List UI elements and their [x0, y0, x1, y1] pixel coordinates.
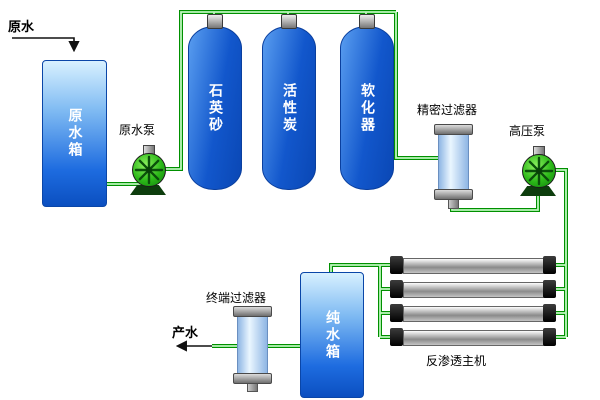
activated-carbon-filter: 活性炭 [262, 26, 316, 190]
ro-vessel [403, 282, 545, 298]
quartz-sand-filter: 石英砂 [188, 26, 242, 190]
raw-water-tank: 原水箱 [42, 60, 107, 207]
ro-vessel-cap [390, 256, 403, 274]
pump-housing [522, 154, 556, 188]
pump-base [130, 185, 166, 195]
activated-carbon-label: 活性炭 [281, 82, 297, 134]
high-pressure-pump [515, 146, 561, 198]
softener-label: 软化器 [359, 82, 375, 134]
raw-water-feed-arrow [12, 37, 80, 53]
pure-water-tank-label: 纯水箱 [324, 309, 340, 361]
pump-housing [132, 153, 166, 187]
terminal-filter-top-cap [233, 306, 272, 317]
raw-water-tank-label: 原水箱 [66, 108, 83, 159]
ro-vessel [403, 330, 545, 346]
pump-impeller-icon [134, 155, 164, 185]
ro-vessel [403, 306, 545, 322]
ro-vessel-cap [390, 304, 403, 322]
softener-vessel: 软化器 [340, 26, 394, 190]
quartz-sand-label: 石英砂 [207, 82, 223, 134]
pump-base [520, 186, 556, 196]
ro-vessel-cap [390, 280, 403, 298]
raw-water-pump-label: 原水泵 [119, 123, 156, 137]
pure-water-tank: 纯水箱 [300, 272, 364, 398]
terminal-filter-label: 终端过滤器 [206, 291, 267, 305]
terminal-filter-bottom-cap [233, 373, 272, 384]
ro-unit-label: 反渗透主机 [426, 354, 487, 368]
precision-filter-label: 精密过滤器 [417, 103, 478, 117]
ro-vessel-cap [543, 304, 556, 322]
precision-filter-top-cap [434, 124, 473, 135]
precision-filter-bottom-cap [434, 189, 473, 200]
precision-filter-body [438, 133, 469, 191]
raw-water-label: 原水 [8, 20, 35, 35]
ro-vessel-cap [390, 328, 403, 346]
raw-water-pump [125, 145, 171, 197]
ro-vessel-cap [543, 280, 556, 298]
quartz-top-valve [207, 14, 223, 29]
product-water-label: 产水 [172, 326, 199, 341]
carbon-top-valve [281, 14, 297, 29]
softener-top-valve [359, 14, 375, 29]
pump-impeller-icon [524, 156, 554, 186]
terminal-filter-body [237, 315, 268, 375]
ro-vessel [403, 258, 545, 274]
high-pressure-pump-label: 高压泵 [509, 124, 546, 138]
ro-vessel-cap [543, 328, 556, 346]
ro-vessel-cap [543, 256, 556, 274]
